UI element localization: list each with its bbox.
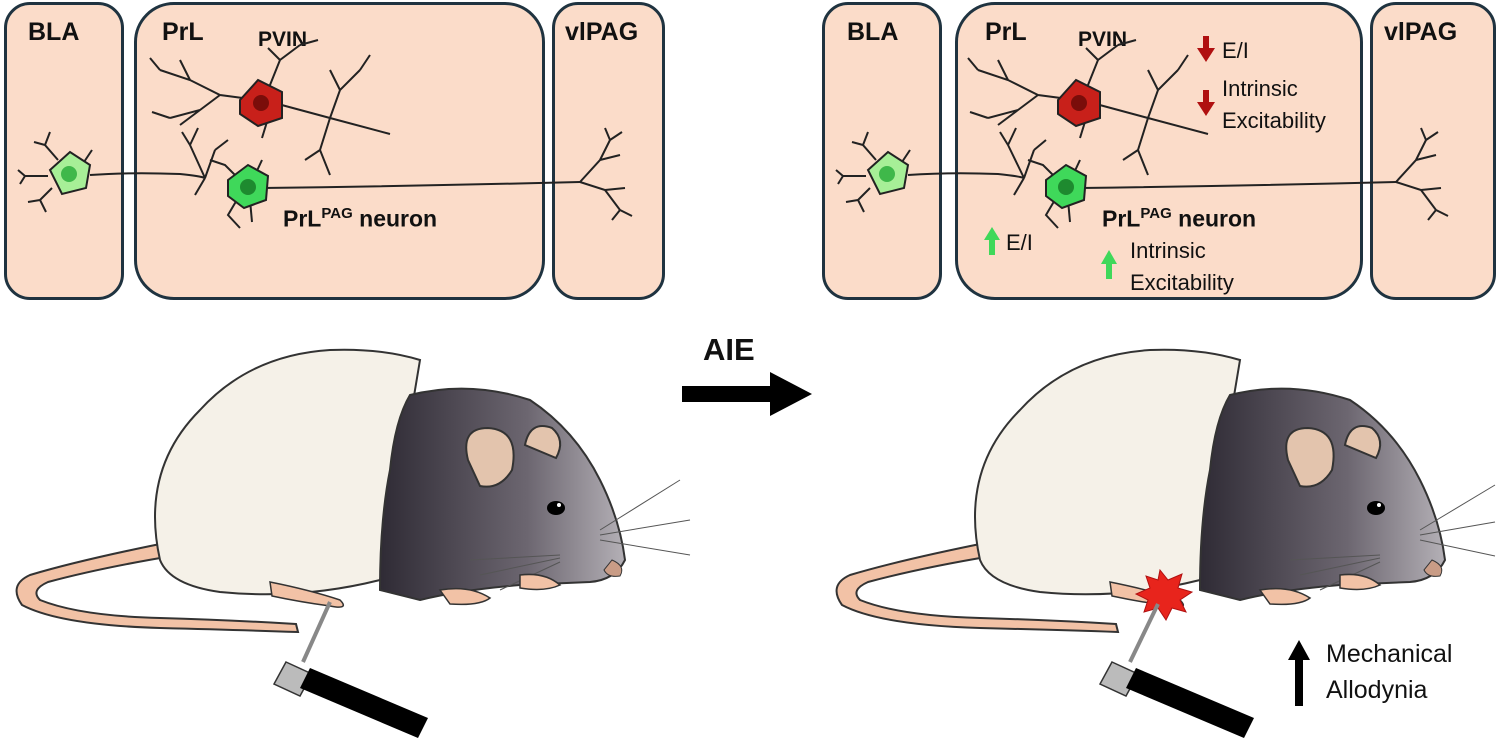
rat-left [15, 348, 691, 738]
pvin-ei-text: E/I [1222, 38, 1249, 63]
bla-label-right: BLA [847, 18, 899, 46]
prl-label-left: PrL [162, 18, 204, 46]
allodynia-up-arrow-icon [1288, 640, 1310, 706]
vlpag-label-right: vlPAG [1384, 18, 1458, 46]
injury-burst-icon [1134, 568, 1194, 621]
bla-label-left: BLA [28, 18, 80, 46]
aie-label: AIE [703, 332, 755, 367]
prl-pag-neuron-label-right: PrLPAG neuron [1102, 205, 1257, 232]
prl-excitability-text-1: Intrinsic [1130, 238, 1206, 263]
allodynia-text-2: Allodynia [1326, 676, 1428, 704]
prl-pag-neuron-label-left: PrLPAG neuron [283, 205, 438, 232]
pvin-label-left: PVIN [258, 28, 308, 51]
prl-label-right: PrL [985, 18, 1027, 46]
pvin-excitability-text-2: Excitability [1222, 108, 1326, 133]
pvin-excitability-text-1: Intrinsic [1222, 76, 1298, 101]
pvin-label-right: PVIN [1078, 28, 1128, 51]
prl-ei-text: E/I [1006, 230, 1033, 255]
allodynia-text-1: Mechanical [1326, 640, 1453, 668]
prl-excitability-text-2: Excitability [1130, 270, 1234, 295]
vlpag-label-left: vlPAG [565, 18, 639, 46]
